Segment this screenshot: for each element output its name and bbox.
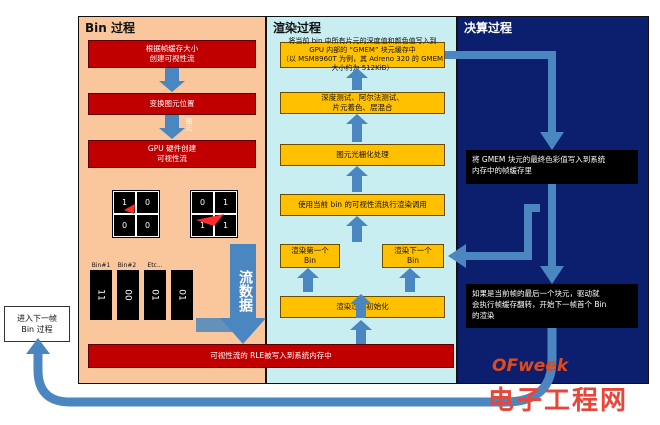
grid1-tile: 0: [136, 191, 159, 214]
depth-line1: 深度测试、阿尔法测试、: [321, 93, 404, 102]
frame-size-line2: 创建可视性流: [149, 54, 195, 63]
frame-size-line1: 根据帧缓存大小: [145, 44, 199, 53]
arrow-up-gmem: [346, 68, 368, 90]
first-bin-line1: 渲染第一个: [291, 246, 329, 255]
bin2-header: Bin#2: [117, 262, 137, 269]
arrow-up-next: [399, 268, 421, 292]
bin-etc-header: Etc...: [147, 262, 163, 269]
use-stream-label: 使用当前 bin 的可视性流执行渲染调用: [298, 200, 427, 209]
watermark-site: 电子工程网: [488, 386, 629, 416]
last-tile-line3: 的渲染: [472, 311, 495, 320]
arrow-gmem-to-resolve: [445, 51, 556, 140]
bin4-stream: 01: [171, 270, 193, 320]
render-panel-title: 渲染过程: [273, 21, 322, 35]
bin-grid-1: 1 0 0 0: [112, 190, 160, 238]
arrow-up-depth: [346, 114, 368, 142]
grid1-tile: 0: [113, 214, 136, 237]
bin1-stream: 11: [90, 270, 112, 320]
grid2-tile: 0: [191, 191, 214, 214]
depth-line2: 片元着色、层混合: [332, 103, 393, 112]
rle-write-label: 可视性流的 RLE被写入到系统内存中: [210, 351, 332, 360]
resolve-panel-title: 决算过程: [464, 21, 513, 35]
arrow-to-next-frame: [33, 328, 557, 407]
arrow-loop-next-bin: [462, 204, 540, 260]
stream-arrow-tail: [196, 318, 236, 332]
arrow-bar-to-init: [350, 320, 372, 344]
grid2-tile: 1: [214, 191, 237, 214]
next-frame-box: 进入下一帧 Bin 过程: [4, 306, 70, 342]
grid1-tile: 0: [136, 214, 159, 237]
bin1-header: Bin#1: [91, 262, 111, 269]
frame-size-step: 根据帧缓存大小 创建可视性流: [88, 40, 256, 68]
watermark-brand: OFweek: [492, 356, 569, 376]
arrow-up-raster: [346, 166, 368, 192]
use-stream-step: 使用当前 bin 的可视性流执行渲染调用: [280, 194, 445, 216]
render-next-bin-step: 渲染下一个 Bin: [382, 244, 444, 268]
next-bin-line1: 渲染下一个: [394, 246, 432, 255]
first-bin-line2: Bin: [304, 256, 316, 265]
arrow-down-1: [159, 68, 185, 92]
bin-panel-title: Bin 过程: [85, 21, 135, 35]
gmem-write-line2: （以 MSM8960T 为例，其 Adreno 320 的 GMEM 大小约为 …: [281, 55, 444, 72]
raster-step: 图元光栅化处理: [280, 144, 445, 166]
next-frame-line2: Bin 过程: [21, 325, 53, 334]
arrow-down-2: [159, 115, 185, 139]
stream-data-label: 流数据: [237, 270, 253, 312]
gmem-resolve-line2: 内存中的帧缓存里: [472, 166, 532, 175]
rle-write-bar: 可视性流的 RLE被写入到系统内存中: [88, 344, 454, 368]
next-bin-line2: Bin: [407, 256, 419, 265]
bin3-stream: 01: [144, 270, 166, 320]
gpu-stream-step: GPU 硬件创建 可视性流: [88, 140, 256, 168]
next-frame-line1: 进入下一帧: [17, 314, 57, 323]
render-first-bin-step: 渲染第一个 Bin: [280, 244, 340, 268]
primitive-label: 图元: [184, 118, 192, 131]
last-tile-step: 如果是当前帧的最后一个块元，驱动就 会执行帧缓存翻转，开始下一帧首个 Bin 的…: [466, 284, 638, 328]
gmem-write-line1: 将当前 bin 中所有片元的深度值和颜色值写入到 GPU 内部的 “GMEM” …: [288, 37, 437, 54]
arrow-up-init: [350, 294, 372, 318]
gmem-resolve-step: 将 GMEM 块元的最终色彩值写入到系统 内存中的帧缓存里: [466, 150, 638, 184]
last-tile-line2: 会执行帧缓存翻转，开始下一帧首个 Bin: [472, 300, 607, 309]
last-tile-line1: 如果是当前帧的最后一个块元，驱动就: [472, 289, 600, 298]
transform-step: 变换图元位置: [88, 93, 256, 115]
gpu-line1: GPU 硬件创建: [147, 144, 197, 153]
gmem-resolve-line1: 将 GMEM 块元的最终色彩值写入到系统: [472, 155, 606, 164]
transform-label: 变换图元位置: [149, 99, 195, 108]
gpu-line2: 可视性流: [157, 154, 187, 163]
bin2-stream: 00: [117, 270, 139, 320]
depth-test-step: 深度测试、阿尔法测试、 片元着色、层混合: [280, 92, 445, 114]
arrow-up-first: [297, 268, 319, 292]
arrow-up-use: [346, 216, 368, 242]
gmem-write-step: 将当前 bin 中所有片元的深度值和颜色值写入到 GPU 内部的 “GMEM” …: [280, 37, 445, 72]
raster-label: 图元光栅化处理: [336, 150, 389, 159]
